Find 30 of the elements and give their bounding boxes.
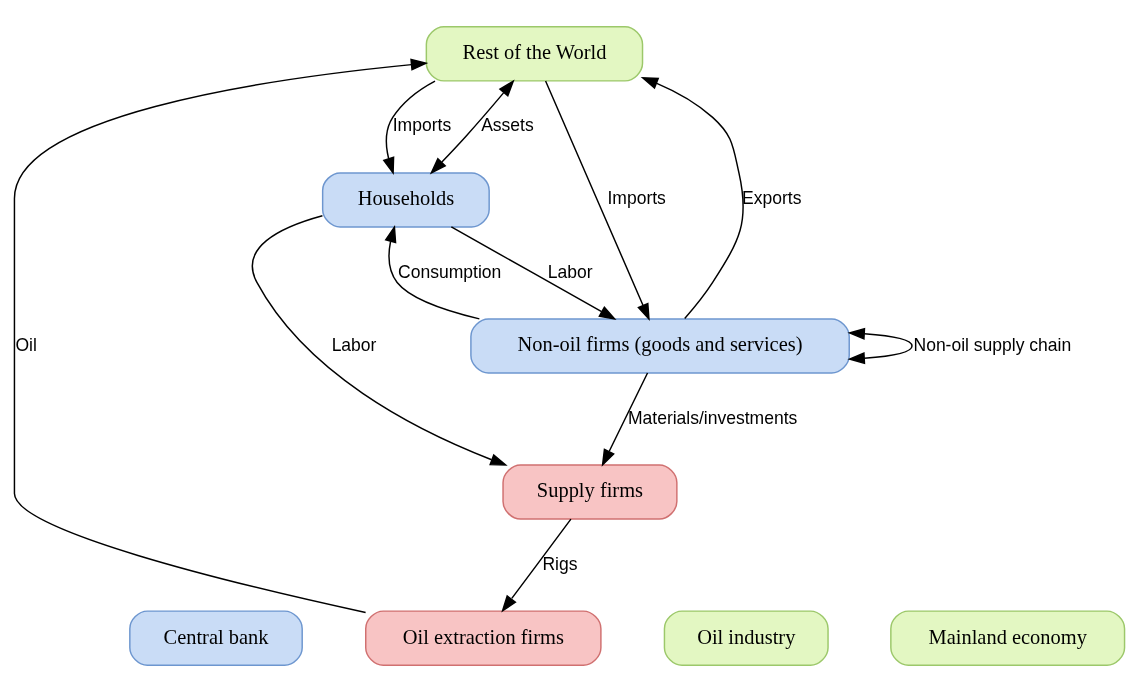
- node-box: Households: [321, 171, 490, 228]
- arrow: [640, 76, 744, 319]
- edge-label: Imports: [607, 187, 666, 208]
- node-box: Oil industry: [663, 609, 829, 666]
- edge-label: Rigs: [542, 553, 578, 574]
- arrow: [382, 79, 436, 175]
- arrow: [601, 371, 649, 467]
- arrow: [251, 214, 508, 466]
- node-box: Supply firms: [502, 463, 678, 520]
- node-box: Oil extraction firms: [365, 609, 602, 666]
- edge-label: Imports: [392, 114, 452, 135]
- node-box: Rest of the World: [425, 25, 644, 82]
- arrow: [384, 224, 481, 320]
- arrow: [847, 327, 913, 364]
- edge-label: Oil: [15, 334, 37, 355]
- edge-label: Labor: [547, 260, 593, 281]
- arrow: [429, 79, 515, 174]
- edge-label: Consumption: [398, 260, 502, 281]
- edge-label: Assets: [481, 114, 534, 135]
- edge-label: Labor: [331, 334, 377, 355]
- edge-label: Non-oil supply chain: [913, 334, 1072, 355]
- arrow: [13, 58, 429, 613]
- edge-label: Materials/investments: [627, 407, 798, 428]
- node-box: Non-oil firms (goods and services): [470, 317, 850, 374]
- arrow: [501, 517, 572, 613]
- arrow: [544, 79, 650, 321]
- arrow: [450, 225, 617, 320]
- node-box: Mainland economy: [890, 609, 1126, 666]
- edge-label: Exports: [742, 187, 802, 208]
- node-box: Central bank: [129, 609, 303, 666]
